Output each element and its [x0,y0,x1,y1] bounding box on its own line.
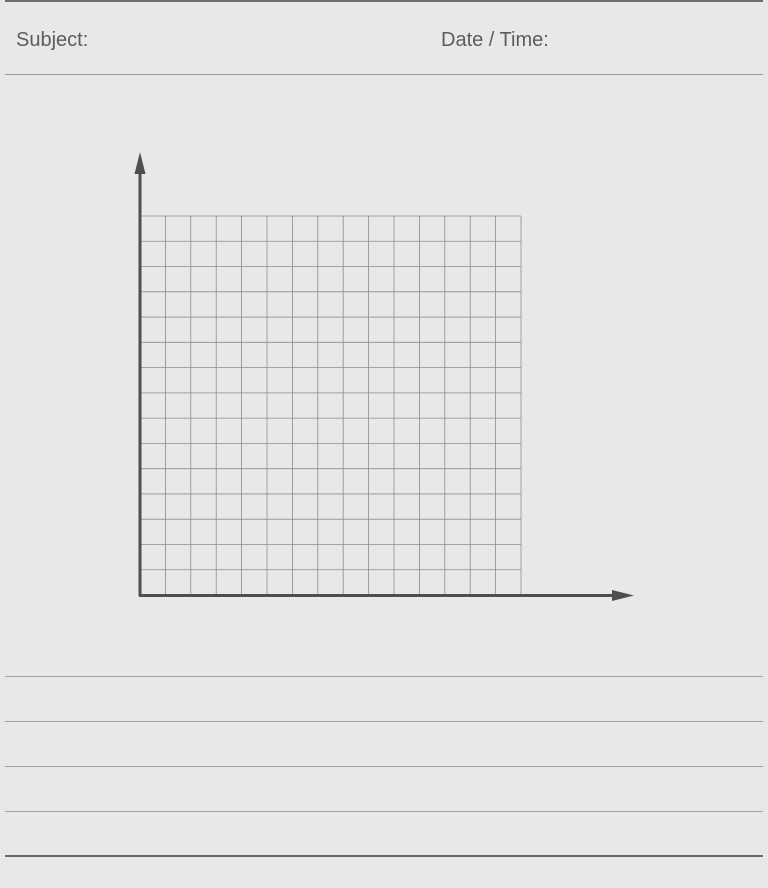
note-line-2 [5,721,763,722]
y-axis-arrow [134,152,146,174]
note-line-3 [5,766,763,767]
top-rule [5,0,763,2]
subject-label: Subject: [16,29,89,51]
date-time-label: Date / Time: [441,29,549,51]
bottom-rule [5,855,763,857]
note-line-1 [5,676,763,677]
x-axis-arrow [612,590,634,601]
header-rule [5,74,763,75]
note-line-4 [5,811,763,812]
graph-grid [139,215,522,596]
